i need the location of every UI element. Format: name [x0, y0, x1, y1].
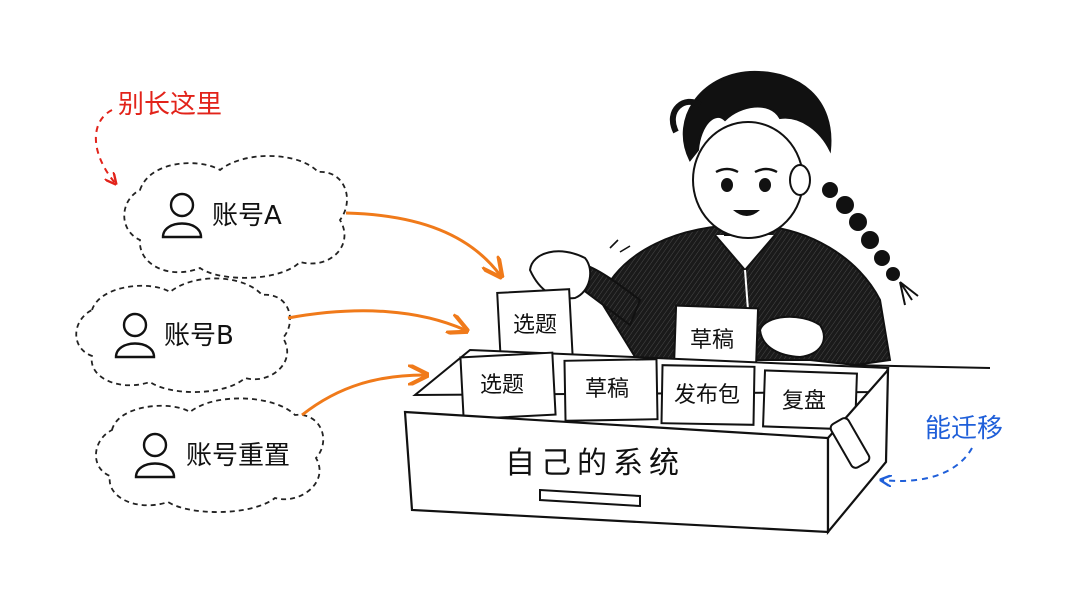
account-label-reset: 账号重置	[186, 441, 290, 471]
account-label-a: 账号A	[212, 201, 282, 231]
storage-box: 选题 草稿 发布包 复盘 自己的系统	[403, 348, 890, 536]
box-card-label: 草稿	[585, 377, 629, 402]
box-card-draft: 草稿	[563, 358, 659, 422]
annotation-blue: 能迁移	[882, 414, 1003, 481]
user-icon	[161, 192, 203, 239]
arrow-icon	[287, 309, 465, 330]
annotation-blue-label: 能迁移	[925, 414, 1003, 444]
braid	[822, 182, 919, 306]
box-card-label: 选题	[480, 373, 524, 398]
user-icon	[114, 312, 156, 359]
box-title: 自己的系统	[505, 446, 685, 481]
box-handle-icon	[539, 488, 641, 508]
box-card-topic: 选题	[459, 351, 557, 421]
held-card-label: 选题	[513, 313, 557, 338]
box-card-label: 复盘	[782, 389, 826, 414]
held-card-label: 草稿	[690, 328, 734, 353]
account-cloud-reset: 账号重置	[95, 397, 325, 513]
orange-arrows	[287, 211, 500, 417]
box-card-review: 复盘	[762, 369, 858, 431]
person-illustration	[528, 70, 919, 367]
held-card-draft: 草稿	[672, 304, 760, 372]
user-icon	[134, 432, 176, 479]
account-cloud-a: 账号A	[123, 155, 348, 279]
account-cloud-b: 账号B	[75, 277, 291, 393]
annotation-red-arrow-icon	[94, 109, 115, 183]
annotation-blue-arrow-icon	[882, 447, 973, 481]
table-edge	[849, 364, 991, 369]
arrow-icon	[301, 375, 425, 417]
annotation-red: 别长这里	[94, 90, 222, 183]
box-card-package: 发布包	[660, 364, 756, 426]
account-label-b: 账号B	[164, 321, 234, 351]
box-handle-icon	[829, 417, 871, 469]
held-card-topic: 选题	[496, 288, 574, 364]
box-card-label: 发布包	[674, 383, 740, 408]
annotation-red-label: 别长这里	[118, 90, 222, 120]
arrow-icon	[345, 211, 500, 275]
